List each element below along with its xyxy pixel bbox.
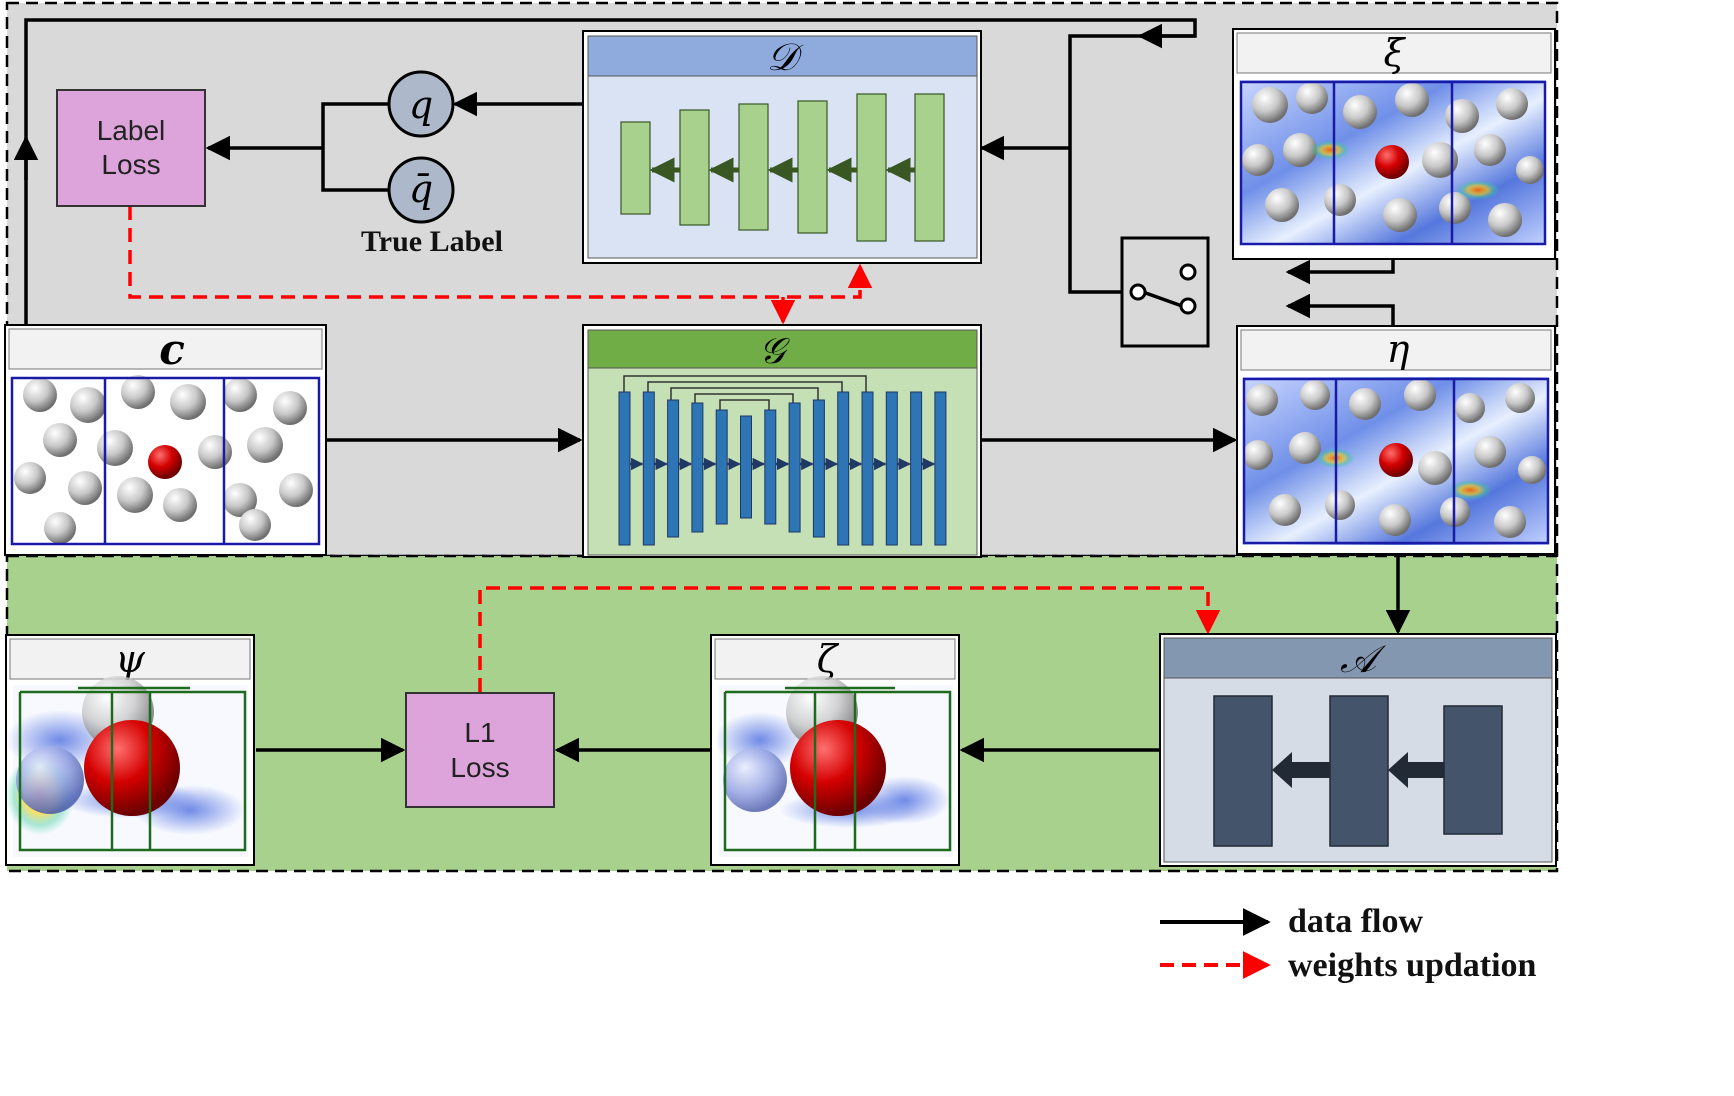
generator-layer <box>788 402 801 533</box>
panel-psi: ψ <box>5 634 255 866</box>
l1-loss-line2: Loss <box>450 752 509 783</box>
discriminator-layer <box>620 121 651 215</box>
weight-update-lines <box>128 206 1221 692</box>
panel-zeta-label: ζ <box>817 637 840 681</box>
panel-eta-label: η <box>1387 327 1410 371</box>
generator-layer <box>691 402 704 533</box>
q-label: q <box>409 83 433 127</box>
generator-layer <box>861 391 874 546</box>
legend: data flow weights updation <box>1160 903 1537 984</box>
generator-layer <box>885 391 898 546</box>
autoencoder-block: 𝒜 <box>1159 633 1557 867</box>
autoencoder-layer <box>1329 695 1389 847</box>
autoencoder-layer <box>1443 705 1503 835</box>
discriminator-layers <box>620 93 945 242</box>
label-loss-line1: Label <box>97 115 166 146</box>
autoencoder-layer <box>1213 695 1273 847</box>
generator-layer <box>667 399 680 538</box>
label-loss-box: Label Loss <box>56 89 206 207</box>
panel-psi-label: ψ <box>115 637 146 681</box>
generator-layer <box>764 409 777 525</box>
discriminator-layer <box>914 93 945 242</box>
legend-data-flow: data flow <box>1288 903 1424 940</box>
label-loss-line2: Loss <box>101 149 160 180</box>
discriminator-layer <box>856 93 887 242</box>
panel-eta: η <box>1236 325 1556 555</box>
generator-layer <box>618 391 631 546</box>
generator-layer <box>715 409 728 525</box>
panel-xi: ξ <box>1232 28 1556 260</box>
q-bar-label: q̄ <box>409 167 433 211</box>
l1-loss-box: L1 Loss <box>405 692 555 808</box>
generator-layers <box>618 391 947 546</box>
generator-layer <box>934 391 947 546</box>
generator-block: 𝒢 <box>582 324 982 558</box>
q-node: q <box>387 70 455 138</box>
q-bar-node: q̄ <box>387 156 455 224</box>
panel-zeta: ζ <box>710 634 960 866</box>
true-label-text: True Label <box>361 225 503 258</box>
generator-layer <box>740 415 752 519</box>
generator-layer <box>910 391 923 546</box>
panel-xi-label: ξ <box>1384 31 1407 75</box>
switch <box>1120 236 1210 348</box>
discriminator-block: 𝒟 <box>582 30 982 264</box>
xi-particles <box>1242 82 1544 237</box>
c-particles <box>14 375 313 544</box>
panel-c-label: c <box>159 325 185 374</box>
l1-loss-line1: L1 <box>464 717 495 748</box>
discriminator-layer <box>679 109 710 226</box>
generator-layer <box>837 391 850 546</box>
generator-skip-connections <box>623 375 867 410</box>
generator-layer <box>642 391 655 546</box>
data-flow-lines <box>13 18 1411 763</box>
discriminator-layer <box>797 100 828 234</box>
legend-weights-update: weights updation <box>1288 947 1537 984</box>
panel-c: c <box>4 324 327 556</box>
eta-particles <box>1243 379 1546 538</box>
discriminator-layer <box>738 103 769 231</box>
generator-layer <box>812 399 825 538</box>
